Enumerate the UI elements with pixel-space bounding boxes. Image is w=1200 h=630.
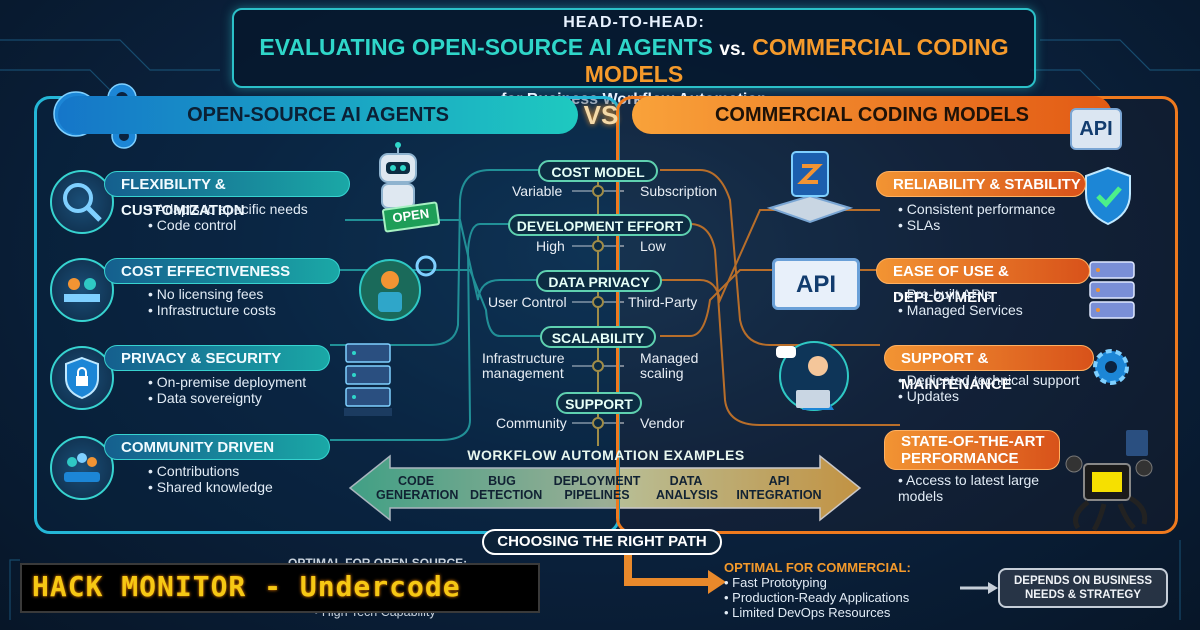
optimal-commercial-items: Fast Prototyping Production-Ready Applic… <box>724 575 954 620</box>
left-feature-title-3: PRIVACY & SECURITY <box>104 345 330 371</box>
magnifier-gear-icon <box>50 170 114 234</box>
bullet: Access to latest large models <box>898 472 1058 504</box>
right-header: COMMERCIAL CODING MODELS <box>632 96 1112 134</box>
comparison-right-4: Managed scaling <box>640 350 699 381</box>
engineer-gears-icon <box>359 255 437 321</box>
bullet: Fast Prototyping <box>724 575 954 590</box>
server-icon <box>344 343 392 416</box>
right-feature-title-1: RELIABILITY & STABILITY <box>876 171 1086 197</box>
right-feature-title-4: STATE-OF-THE-ART PERFORMANCE <box>884 430 1060 470</box>
left-feature-bullets-3: On-premise deployment Data sovereignty <box>148 374 306 406</box>
left-panel <box>34 96 620 534</box>
optimal-commercial-title: OPTIMAL FOR COMMERCIAL: <box>724 560 911 575</box>
gear-icon <box>1093 349 1129 385</box>
comparison-left-3: User Control <box>488 294 567 310</box>
bullet: Contributions <box>148 463 273 479</box>
platform-cube-icon <box>766 151 854 224</box>
octopus-computer-icon <box>1065 430 1153 532</box>
bullet: Dedicated technical support <box>898 372 1080 388</box>
bullet: Limited DevOps Resources <box>724 605 954 620</box>
bullet: Production-Ready Applications <box>724 590 954 605</box>
comparison-left-1: Variable <box>512 183 563 199</box>
bullet: Code control <box>148 217 308 233</box>
workflow-item-api-integration: API INTEGRATION <box>736 474 822 502</box>
bullet: Shared knowledge <box>148 479 273 495</box>
choosing-path-label: CHOOSING THE RIGHT PATH <box>482 529 722 555</box>
comparison-left-5: Community <box>496 415 567 431</box>
bullet: Pre-built APIs <box>898 286 1023 302</box>
comparison-right-1: Subscription <box>640 183 718 199</box>
comparison-left-2: High <box>536 238 565 254</box>
bullet: Consistent performance <box>898 201 1056 217</box>
api-icon: API <box>772 258 860 310</box>
watermark-banner: HACK MONITOR - Undercode <box>20 563 540 613</box>
bullet: Infrastructure costs <box>148 302 276 318</box>
workflow-item-data-analysis: DATA ANALYSIS <box>656 474 719 502</box>
team-icon <box>50 258 114 322</box>
bullet: Managed Services <box>898 302 1023 318</box>
comparison-right-3: Third-Party <box>628 294 698 310</box>
watermark-text: HACK MONITOR - Undercode <box>32 570 461 603</box>
workflow-item-code-generation: CODE GENERATION <box>376 474 459 502</box>
comparison-label-4: SCALABILITY <box>540 326 656 348</box>
comparison-label-2: DEVELOPMENT EFFORT <box>508 214 692 236</box>
shield-check-icon <box>1085 166 1131 226</box>
page-title: EVALUATING OPEN-SOURCE AI AGENTS vs. COM… <box>234 34 1034 88</box>
title-part-a: EVALUATING OPEN-SOURCE AI AGENTS <box>259 34 714 60</box>
comparison-right-5: Vendor <box>640 415 685 431</box>
left-feature-title-1: FLEXIBILITY & CUSTOMIZATION <box>104 171 350 219</box>
comparison-label-1: COST MODEL <box>538 160 658 182</box>
depends-on-business-box: DEPENDS ON BUSINESS NEEDS & STRATEGY <box>998 568 1168 608</box>
bullet: On-premise deployment <box>148 374 306 390</box>
left-feature-bullets-4: Contributions Shared knowledge <box>148 463 273 495</box>
title-part-b: COMMERCIAL CODING MODELS <box>584 34 1009 87</box>
left-feature-title-2: COST EFFECTIVENESS <box>104 258 340 284</box>
title-box: HEAD-TO-HEAD: EVALUATING OPEN-SOURCE AI … <box>232 8 1036 108</box>
right-feature-title-2: EASE OF USE & DEPLOYMENT <box>876 258 1090 306</box>
optimal-commercial: OPTIMAL FOR COMMERCIAL: Fast Prototyping… <box>724 560 954 620</box>
right-feature-bullets-3: Dedicated technical support Updates <box>898 372 1080 404</box>
comparison-label-5: SUPPORT <box>556 392 642 414</box>
left-header: OPEN-SOURCE AI AGENTS <box>58 96 578 134</box>
workflow-item-deployment-pipelines: DEPLOYMENT PIPELINES <box>553 474 641 502</box>
right-feature-bullets-4: Access to latest large models <box>898 472 1058 504</box>
left-feature-bullets-1: Adapts to specific needs Code control <box>148 201 308 233</box>
shield-lock-icon <box>50 346 114 410</box>
robot-icon <box>379 142 417 228</box>
workflow-item-bug-detection: BUG DETECTION <box>470 474 543 502</box>
community-icon <box>50 436 114 500</box>
support-agent-icon <box>776 341 849 411</box>
comparison-right-2: Low <box>640 238 666 254</box>
right-feature-title-3: SUPPORT & MAINTENANCE <box>884 345 1094 393</box>
left-feature-bullets-2: No licensing fees Infrastructure costs <box>148 286 276 318</box>
right-feature-bullets-2: Pre-built APIs Managed Services <box>898 286 1023 318</box>
api-badge-icon: API <box>1070 108 1122 150</box>
bullet: No licensing fees <box>148 286 276 302</box>
right-feature-bullets-1: Consistent performance SLAs <box>898 201 1056 233</box>
workflow-title: WORKFLOW AUTOMATION EXAMPLES <box>467 447 745 463</box>
bullet: SLAs <box>898 217 1055 233</box>
vs-label: VS <box>583 100 619 130</box>
bullet: Updates <box>898 388 1080 404</box>
database-stack-icon <box>1089 261 1135 319</box>
comparison-label-3: DATA PRIVACY <box>536 270 662 292</box>
left-feature-title-4: COMMUNITY DRIVEN <box>104 434 330 460</box>
title-pre: HEAD-TO-HEAD: <box>563 14 705 31</box>
bullet: Adapts to specific needs <box>148 201 308 217</box>
bullet: Data sovereignty <box>148 390 306 406</box>
title-vs: vs. <box>719 39 746 60</box>
comparison-left-4: Infrastructure management <box>482 350 565 381</box>
